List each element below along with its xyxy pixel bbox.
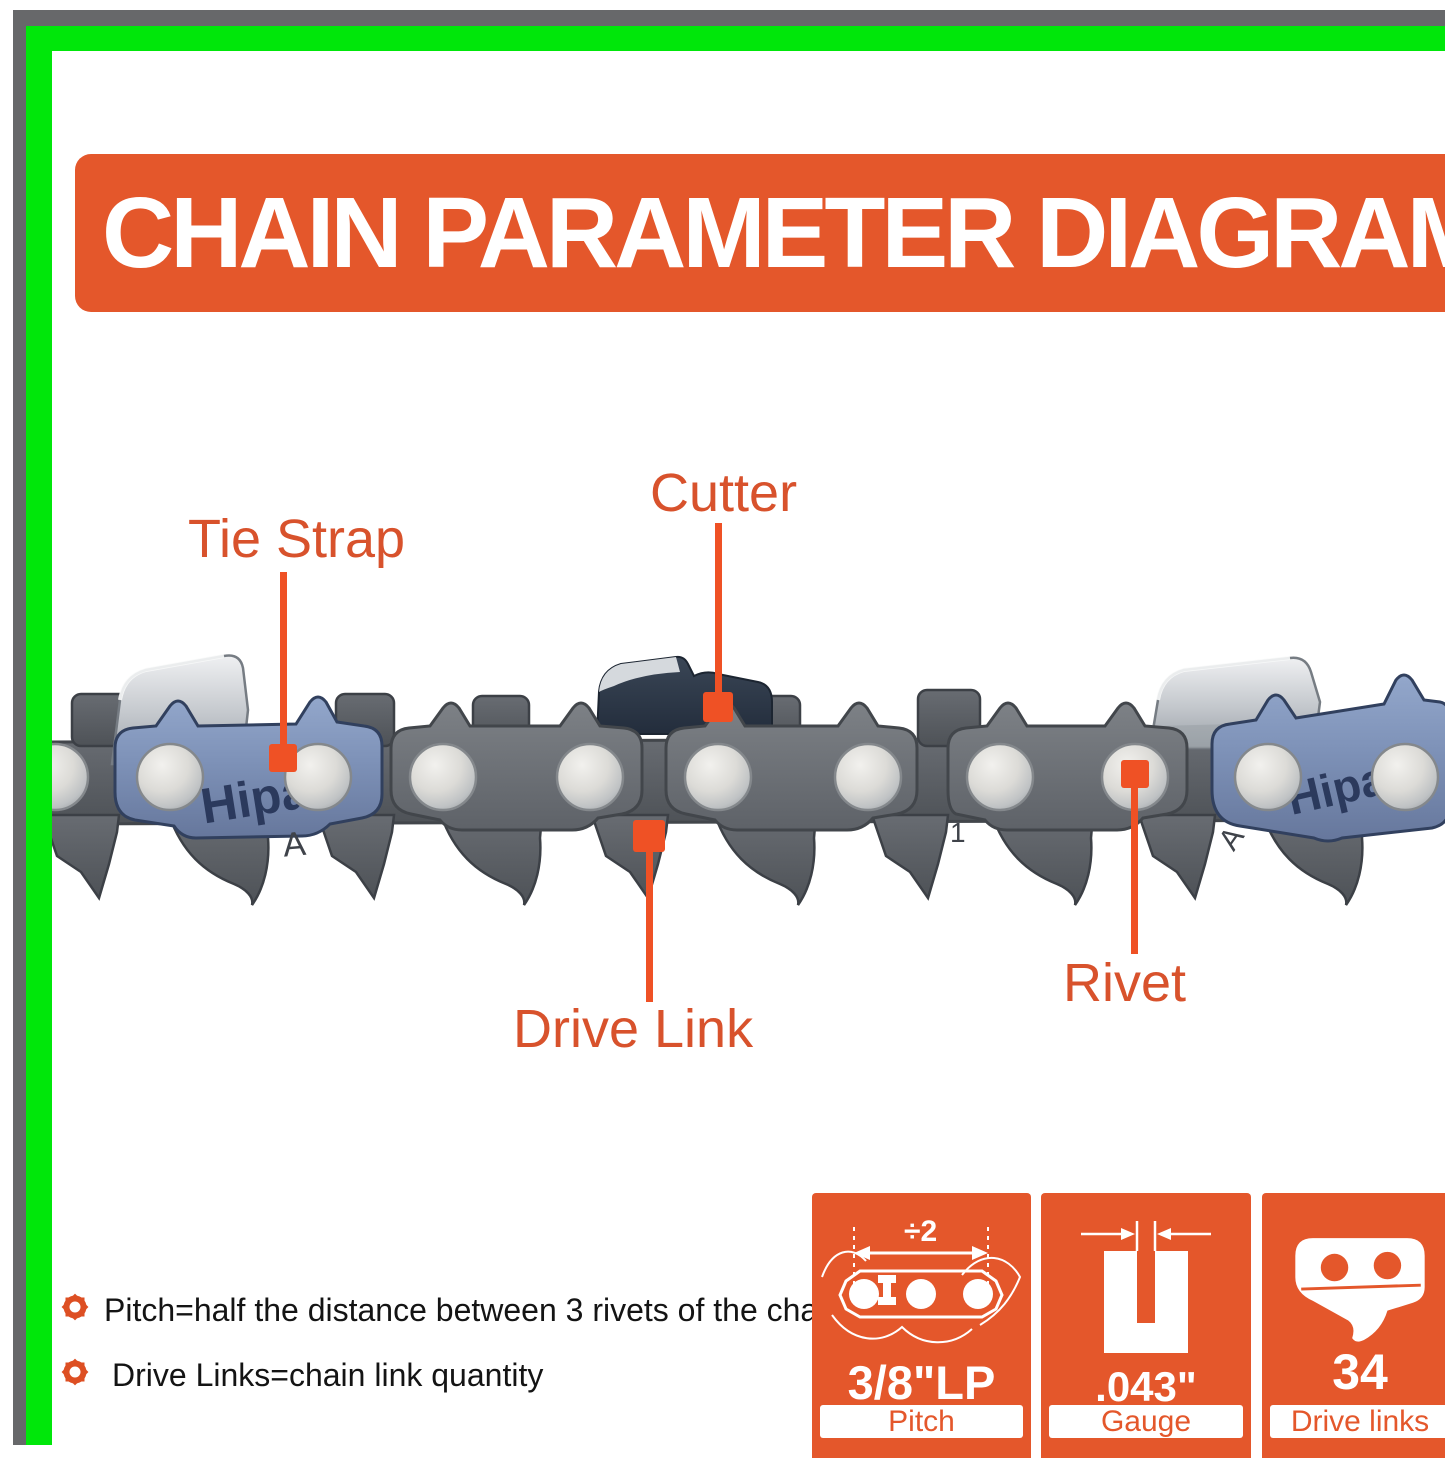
note-drive-links: Drive Links=chain link quantity bbox=[58, 1355, 843, 1393]
rivet-label: Rivet bbox=[1063, 953, 1187, 1013]
spec-card-pitch: ÷2 3/8"LP Pitch bbox=[812, 1193, 1031, 1458]
green-frame-left bbox=[26, 26, 52, 1445]
tie-strap-label: Tie Strap bbox=[188, 509, 406, 569]
gauge-value: .043" bbox=[1095, 1363, 1197, 1410]
cutter-pointer-line bbox=[715, 523, 722, 698]
cutter-label: Cutter bbox=[650, 463, 798, 523]
outer-gray-frame-left bbox=[13, 10, 26, 1445]
drive-links-value: 34 bbox=[1332, 1344, 1388, 1400]
spec-card-drive-links: 34 Drive links bbox=[1262, 1193, 1445, 1458]
outer-gray-frame-top bbox=[13, 10, 1445, 26]
drive-link-pointer-line bbox=[646, 852, 653, 1002]
note-drive-links-text: Drive Links=chain link quantity bbox=[112, 1357, 544, 1393]
drive-link-pointer-square bbox=[633, 820, 665, 852]
gear-sun-icon bbox=[61, 1358, 89, 1386]
rivet-pointer-square bbox=[1121, 760, 1149, 788]
chainsaw-chain-photo: Hipa Hipa A 1 A bbox=[40, 654, 1445, 906]
page-title: CHAIN PARAMETER DIAGRAM bbox=[102, 177, 1445, 289]
tie-strap-pointer-line bbox=[280, 572, 287, 750]
green-frame-top bbox=[26, 26, 1445, 51]
drive-link-label: Drive Link bbox=[513, 999, 754, 1059]
pitch-annotation: ÷2 bbox=[904, 1215, 937, 1248]
note-pitch: Pitch=half the distance between 3 rivets… bbox=[58, 1290, 843, 1328]
drive-links-label: Drive links bbox=[1290, 1405, 1430, 1438]
gear-sun-icon bbox=[61, 1293, 89, 1321]
tie-strap-pointer-square bbox=[269, 744, 297, 772]
gauge-label: Gauge bbox=[1100, 1405, 1192, 1438]
title-banner: CHAIN PARAMETER DIAGRAM bbox=[75, 154, 1445, 312]
rivet-pointer-line bbox=[1131, 788, 1138, 954]
pitch-value: 3/8"LP bbox=[847, 1356, 996, 1409]
drive-links-label-strip: Drive links bbox=[1270, 1405, 1445, 1438]
pitch-label: Pitch bbox=[888, 1405, 955, 1438]
pitch-label-strip: Pitch bbox=[820, 1405, 1023, 1438]
chain-pitch-icon: ÷2 bbox=[821, 1215, 1022, 1344]
gauge-label-strip: Gauge bbox=[1049, 1405, 1243, 1438]
stamp-mark: A bbox=[281, 825, 307, 865]
stamp-mark: 1 bbox=[950, 817, 966, 848]
cutter-pointer-square bbox=[703, 692, 733, 722]
notes-section: Pitch=half the distance between 3 rivets… bbox=[58, 1290, 843, 1420]
drive-link-icon bbox=[1295, 1238, 1425, 1342]
note-pitch-text: Pitch=half the distance between 3 rivets… bbox=[104, 1292, 844, 1328]
cutter-middle-dark bbox=[595, 655, 773, 735]
spec-card-gauge: .043" Gauge bbox=[1041, 1193, 1251, 1458]
gauge-slot-icon bbox=[1081, 1221, 1211, 1353]
